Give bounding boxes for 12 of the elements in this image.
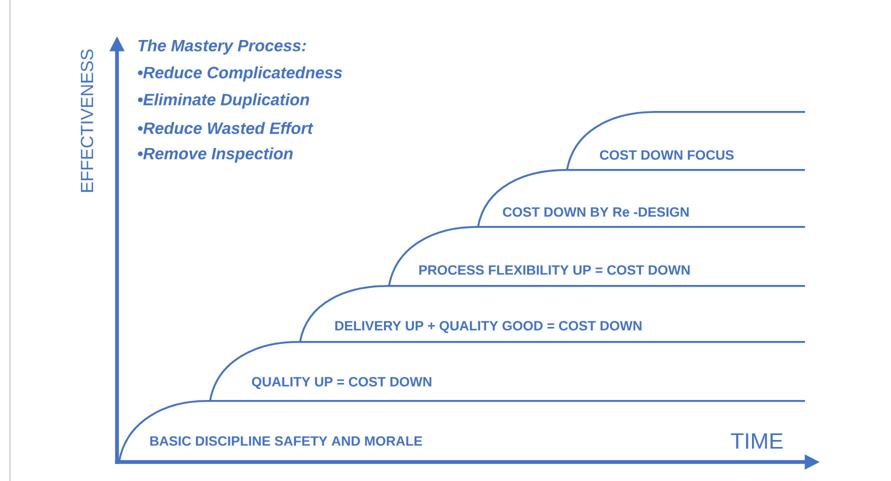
bullet-item: •Reduce Wasted Effort — [138, 122, 314, 134]
step-band: QUALITY UP = COST DOWN — [209, 341, 805, 402]
list-heading: The Mastery Process: — [138, 39, 306, 55]
step-band: PROCESS FLEXIBILITY UP = COST DOWN — [388, 226, 805, 286]
bullet-item: •Remove Inspection — [138, 147, 293, 163]
bullet-item: •Reduce Complicatedness — [138, 66, 342, 82]
step-band: COST DOWN BY Re -DESIGN — [477, 169, 805, 228]
step-band: DELIVERY UP + QUALITY GOOD = COST DOWN — [299, 285, 805, 342]
axis-title: TIME — [730, 433, 783, 449]
bullet-item: •Eliminate Duplication — [138, 93, 310, 109]
step-band: COST DOWN FOCUS — [566, 111, 805, 170]
axis-title: EFFECTIVENESS — [80, 50, 94, 192]
